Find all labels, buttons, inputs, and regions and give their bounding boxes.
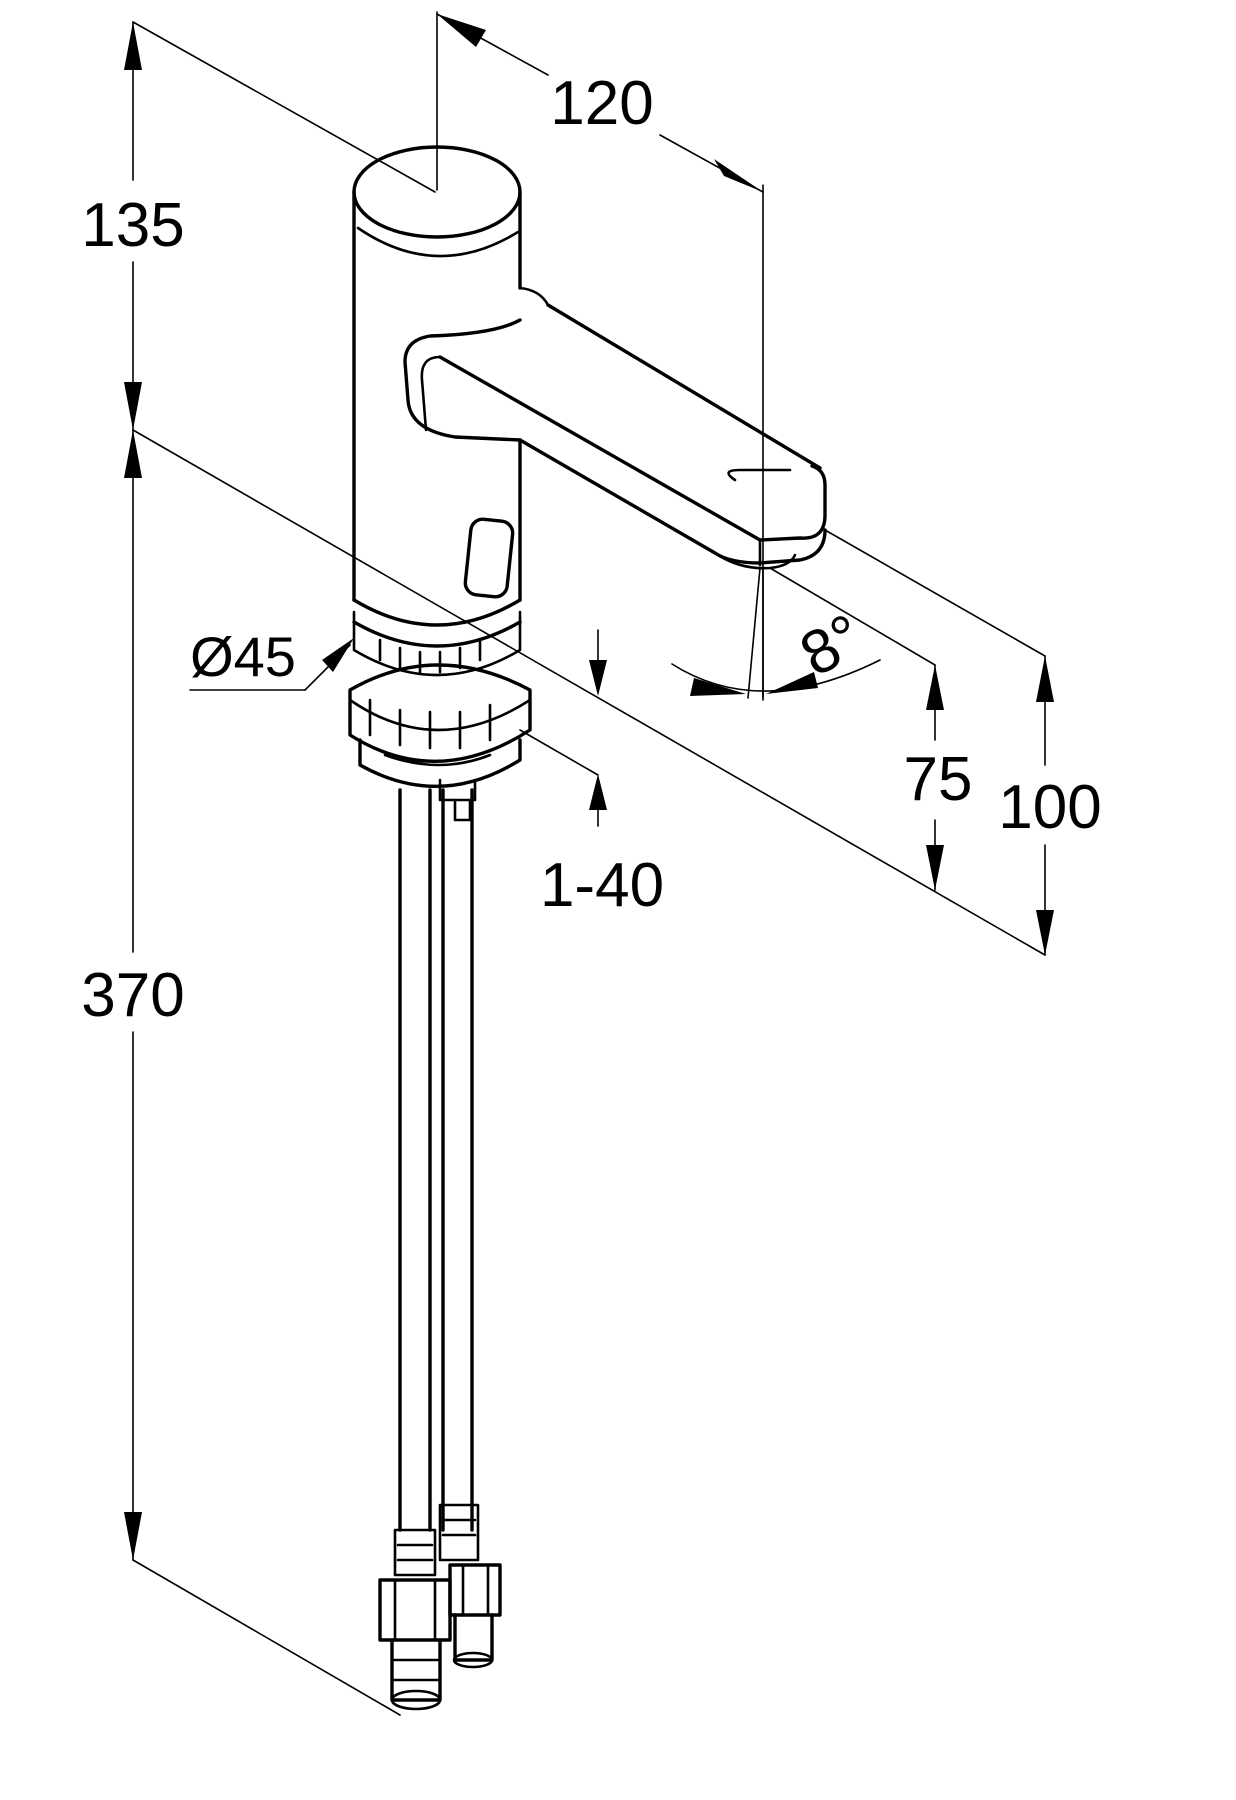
arrow-bottom-135	[124, 382, 142, 430]
arrow-top-75	[926, 665, 944, 710]
dimension-label-75: 75	[904, 745, 973, 814]
arrow-right-120	[714, 159, 763, 192]
sensor-window	[463, 517, 515, 599]
dimension-label-diameter: Ø45	[190, 625, 296, 688]
arrow-bottom-75	[926, 845, 944, 890]
arrow-countertop-top	[589, 660, 607, 696]
supply-hoses	[378, 788, 502, 1711]
outlet-height-dimension	[824, 529, 1054, 956]
arrow-angle-right	[766, 672, 818, 694]
dimension-label-countertop: 1-40	[540, 851, 664, 920]
arrow-bottom-100	[1036, 910, 1054, 955]
dimension-label-100: 100	[998, 773, 1101, 842]
arrow-countertop-bottom	[589, 774, 607, 810]
spray-angle-dimension	[671, 567, 881, 699]
arrow-top-100	[1036, 656, 1054, 702]
diameter-leader	[189, 638, 354, 691]
left-vertical-dimension	[124, 21, 1046, 1716]
faucet-body	[348, 145, 827, 822]
arrow-top-135	[124, 22, 142, 70]
dimension-label-135: 135	[81, 191, 184, 260]
dimension-label-angle: 8°	[789, 601, 874, 690]
countertop-dimension	[519, 629, 607, 827]
arrow-diameter	[322, 638, 354, 672]
arrow-top-370	[124, 430, 142, 478]
dimension-label-370: 370	[81, 961, 184, 1030]
dimension-label-120: 120	[550, 69, 653, 138]
arrow-bottom-370	[124, 1512, 142, 1560]
spout-clearance-dimension	[769, 567, 944, 891]
arrow-angle-left	[690, 678, 746, 696]
arrow-left-120	[437, 14, 486, 47]
